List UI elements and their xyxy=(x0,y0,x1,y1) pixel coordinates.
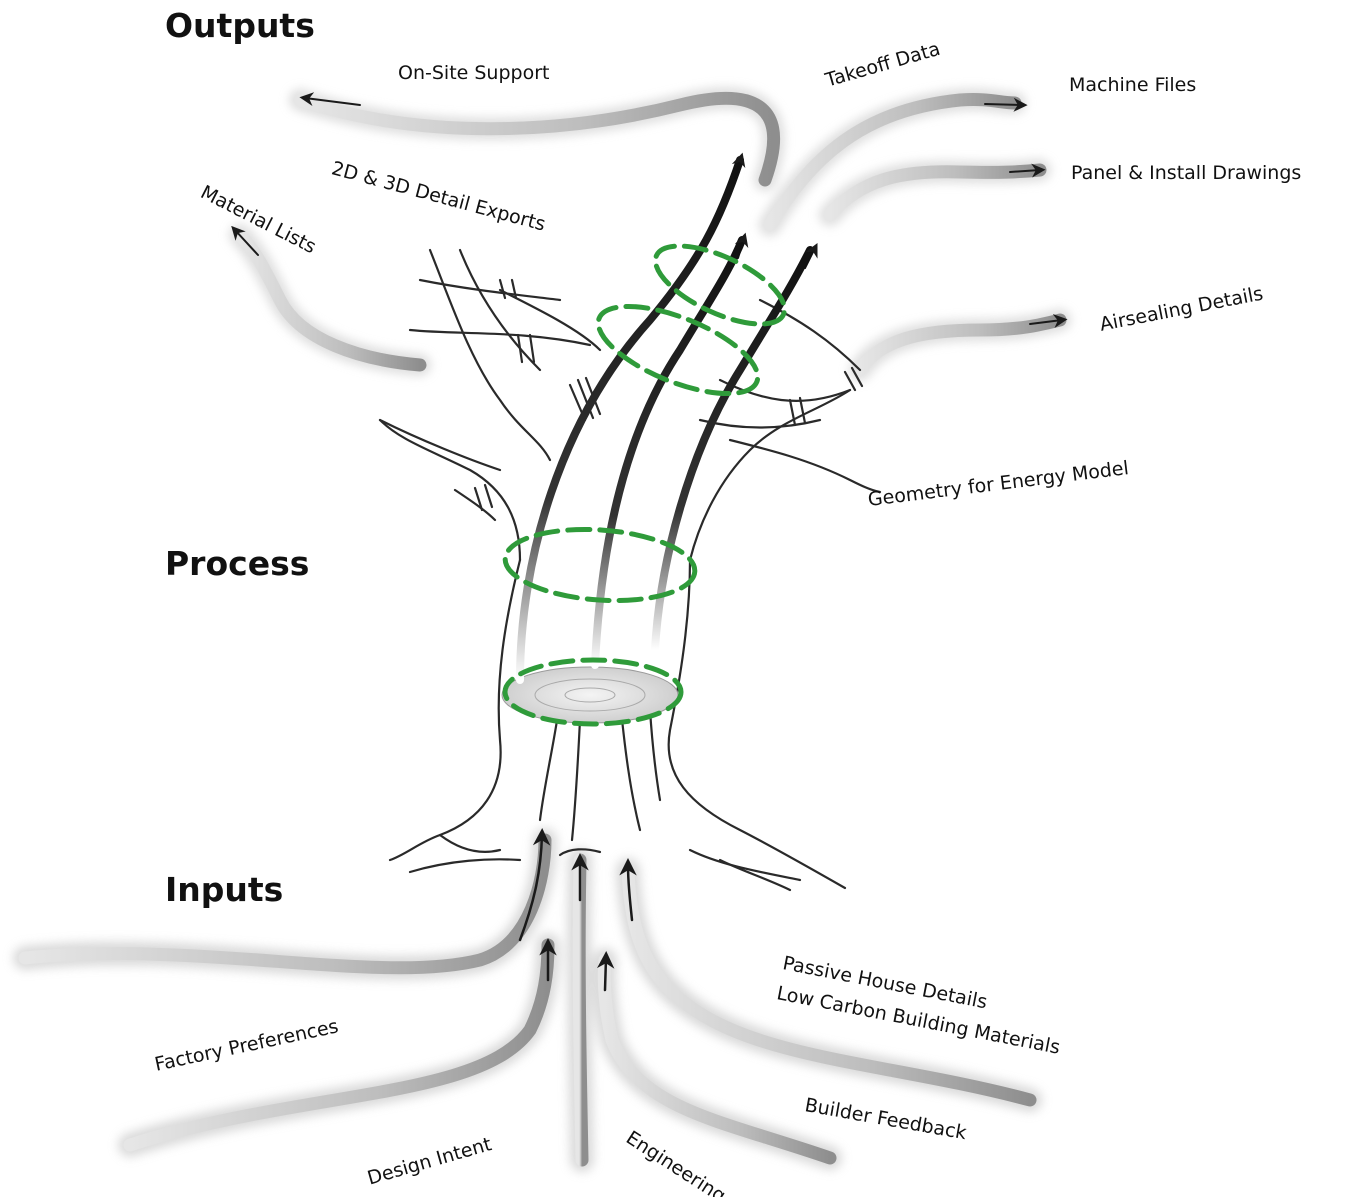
process-streams xyxy=(520,158,815,680)
green-rings xyxy=(503,230,795,724)
heading-inputs: Inputs xyxy=(165,870,283,909)
label-panel-install-drawings: Panel & Install Drawings xyxy=(1071,162,1301,184)
heading-process: Process xyxy=(165,544,309,583)
output-pipes xyxy=(235,98,1062,370)
label-on-site-support: On-Site Support xyxy=(398,62,549,84)
label-machine-files: Machine Files xyxy=(1069,74,1196,96)
heading-outputs: Outputs xyxy=(165,6,315,45)
